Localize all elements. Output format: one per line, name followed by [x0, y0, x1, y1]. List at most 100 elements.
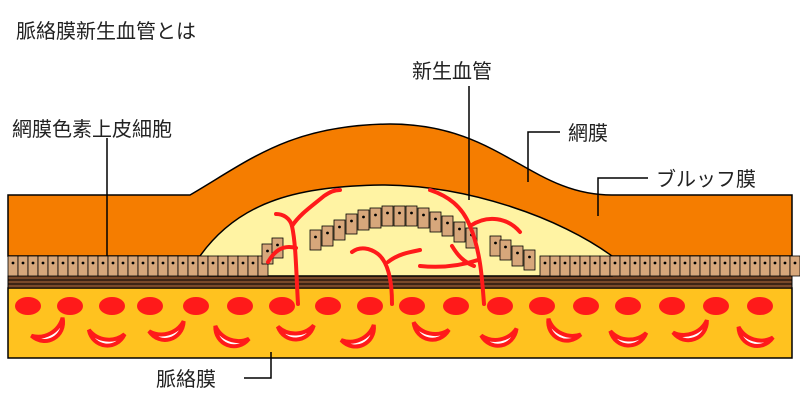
- rpe-cell: [247, 255, 259, 277]
- choroid-vessel: [57, 297, 83, 315]
- choroid-vessel: [529, 297, 555, 315]
- rpe-cell: [127, 255, 139, 277]
- choroid-vessel-crescent: [30, 317, 65, 343]
- rpe-cell: [719, 255, 731, 277]
- rpe-cell: [569, 255, 581, 277]
- choroid-vessel-crescent: [275, 323, 316, 342]
- choroid-vessel: [15, 297, 41, 315]
- rpe-cell-displaced: [417, 207, 430, 229]
- rpe-cell-displaced: [333, 219, 346, 241]
- rpe-cell: [729, 255, 741, 277]
- rpe-cell: [649, 255, 661, 277]
- rpe-cell: [549, 255, 561, 277]
- rpe-cell: [679, 255, 691, 277]
- rpe-cell: [609, 255, 621, 277]
- rpe-cell: [37, 255, 49, 277]
- rpe-cells-arc: [261, 205, 536, 271]
- rpe-cell: [689, 255, 701, 277]
- choroid-vessel: [357, 297, 383, 315]
- label-pointers: [106, 86, 648, 379]
- choroid-vessel: [659, 297, 685, 315]
- rpe-cell: [67, 255, 79, 277]
- rpe-cell: [187, 255, 199, 277]
- choroid-vessels: [15, 297, 775, 349]
- rpe-cell-displaced: [321, 225, 334, 247]
- rpe-cell: [27, 255, 39, 277]
- label-bruch: ブルッフ膜: [656, 167, 756, 191]
- choroid-vessel-crescent: [671, 319, 709, 343]
- choroid-vessel-crescent: [339, 324, 376, 349]
- rpe-cell-displaced: [499, 239, 512, 261]
- rpe-cell: [639, 255, 651, 277]
- rpe-cell: [739, 255, 751, 277]
- rpe-cell: [147, 255, 159, 277]
- choroid-vessel: [487, 297, 513, 315]
- choroid-vessel: [227, 297, 253, 315]
- rpe-cell-displaced: [405, 205, 418, 227]
- rpe-cell: [197, 255, 209, 277]
- rpe-cell: [227, 255, 239, 277]
- bruch-pointer: [597, 177, 648, 216]
- rpe-cell-displaced: [369, 207, 382, 229]
- rpe-cell: [579, 255, 591, 277]
- rpe-cell: [779, 255, 791, 277]
- rpe-cell: [589, 255, 601, 277]
- rpe-cell-displaced: [453, 221, 466, 243]
- rpe-cell: [559, 255, 571, 277]
- rpe-cell: [117, 255, 129, 277]
- choroid-vessel-crescent: [608, 329, 649, 348]
- rpe-cell: [769, 255, 781, 277]
- diagram-title: 脈絡膜新生血管とは: [16, 19, 196, 43]
- choroid-vessel-crescent: [736, 325, 775, 348]
- new-vessels: [266, 188, 522, 306]
- choroid-vessel-crescent: [411, 321, 451, 342]
- rpe-cell: [669, 255, 681, 277]
- label-rpe: 網膜色素上皮細胞: [12, 117, 172, 141]
- bruch-membrane: [7, 275, 793, 289]
- rpe-cell-displaced: [381, 205, 394, 227]
- rpe-cells-flat: [7, 255, 800, 277]
- label-retina: 網膜: [568, 121, 608, 145]
- choroid-vessel: [183, 297, 209, 315]
- rpe-cell: [789, 255, 800, 277]
- rpe-cell-displaced: [441, 215, 454, 237]
- rpe-cell-displaced: [429, 211, 442, 233]
- choroid-vessel: [137, 297, 163, 315]
- choroid-vessel: [747, 297, 773, 315]
- choroid-vessel: [573, 297, 599, 315]
- choroid-vessel-crescent: [479, 327, 519, 348]
- rpe-cell-displaced: [511, 245, 524, 267]
- choroid-vessel-crescent: [86, 328, 127, 348]
- label-choroid: 脈絡膜: [156, 367, 216, 391]
- choroid-vessel-crescent: [213, 324, 251, 349]
- choroid-vessel: [703, 297, 729, 315]
- rpe-cell: [7, 255, 19, 277]
- rpe-cell: [659, 255, 671, 277]
- choroid-vessel-crescent: [147, 320, 186, 342]
- label-new-vessels: 新生血管: [412, 59, 492, 83]
- rpe-cell: [57, 255, 69, 277]
- rpe-cell-displaced: [523, 249, 536, 271]
- rpe-cell: [207, 255, 219, 277]
- rpe-cell: [599, 255, 611, 277]
- rpe-cell: [137, 255, 149, 277]
- rpe-cell: [709, 255, 721, 277]
- retina-pointer: [527, 131, 560, 182]
- choroid-vessel: [615, 297, 641, 315]
- rpe-cell: [759, 255, 771, 277]
- choroid-vessel: [315, 297, 341, 315]
- choroid-vessel: [399, 297, 425, 315]
- rpe-cell-displaced: [345, 213, 358, 235]
- choroid-vessel-crescent: [546, 317, 583, 343]
- rpe-cell: [87, 255, 99, 277]
- rpe-cell: [167, 255, 179, 277]
- rpe-cell: [539, 255, 551, 277]
- rpe-cell: [237, 255, 249, 277]
- choroid-pointer: [244, 352, 272, 379]
- rpe-cell: [629, 255, 641, 277]
- choroid-vessel: [269, 297, 295, 315]
- rpe-cell: [699, 255, 711, 277]
- choroid-vessel: [443, 297, 469, 315]
- choroid-vessel: [99, 297, 125, 315]
